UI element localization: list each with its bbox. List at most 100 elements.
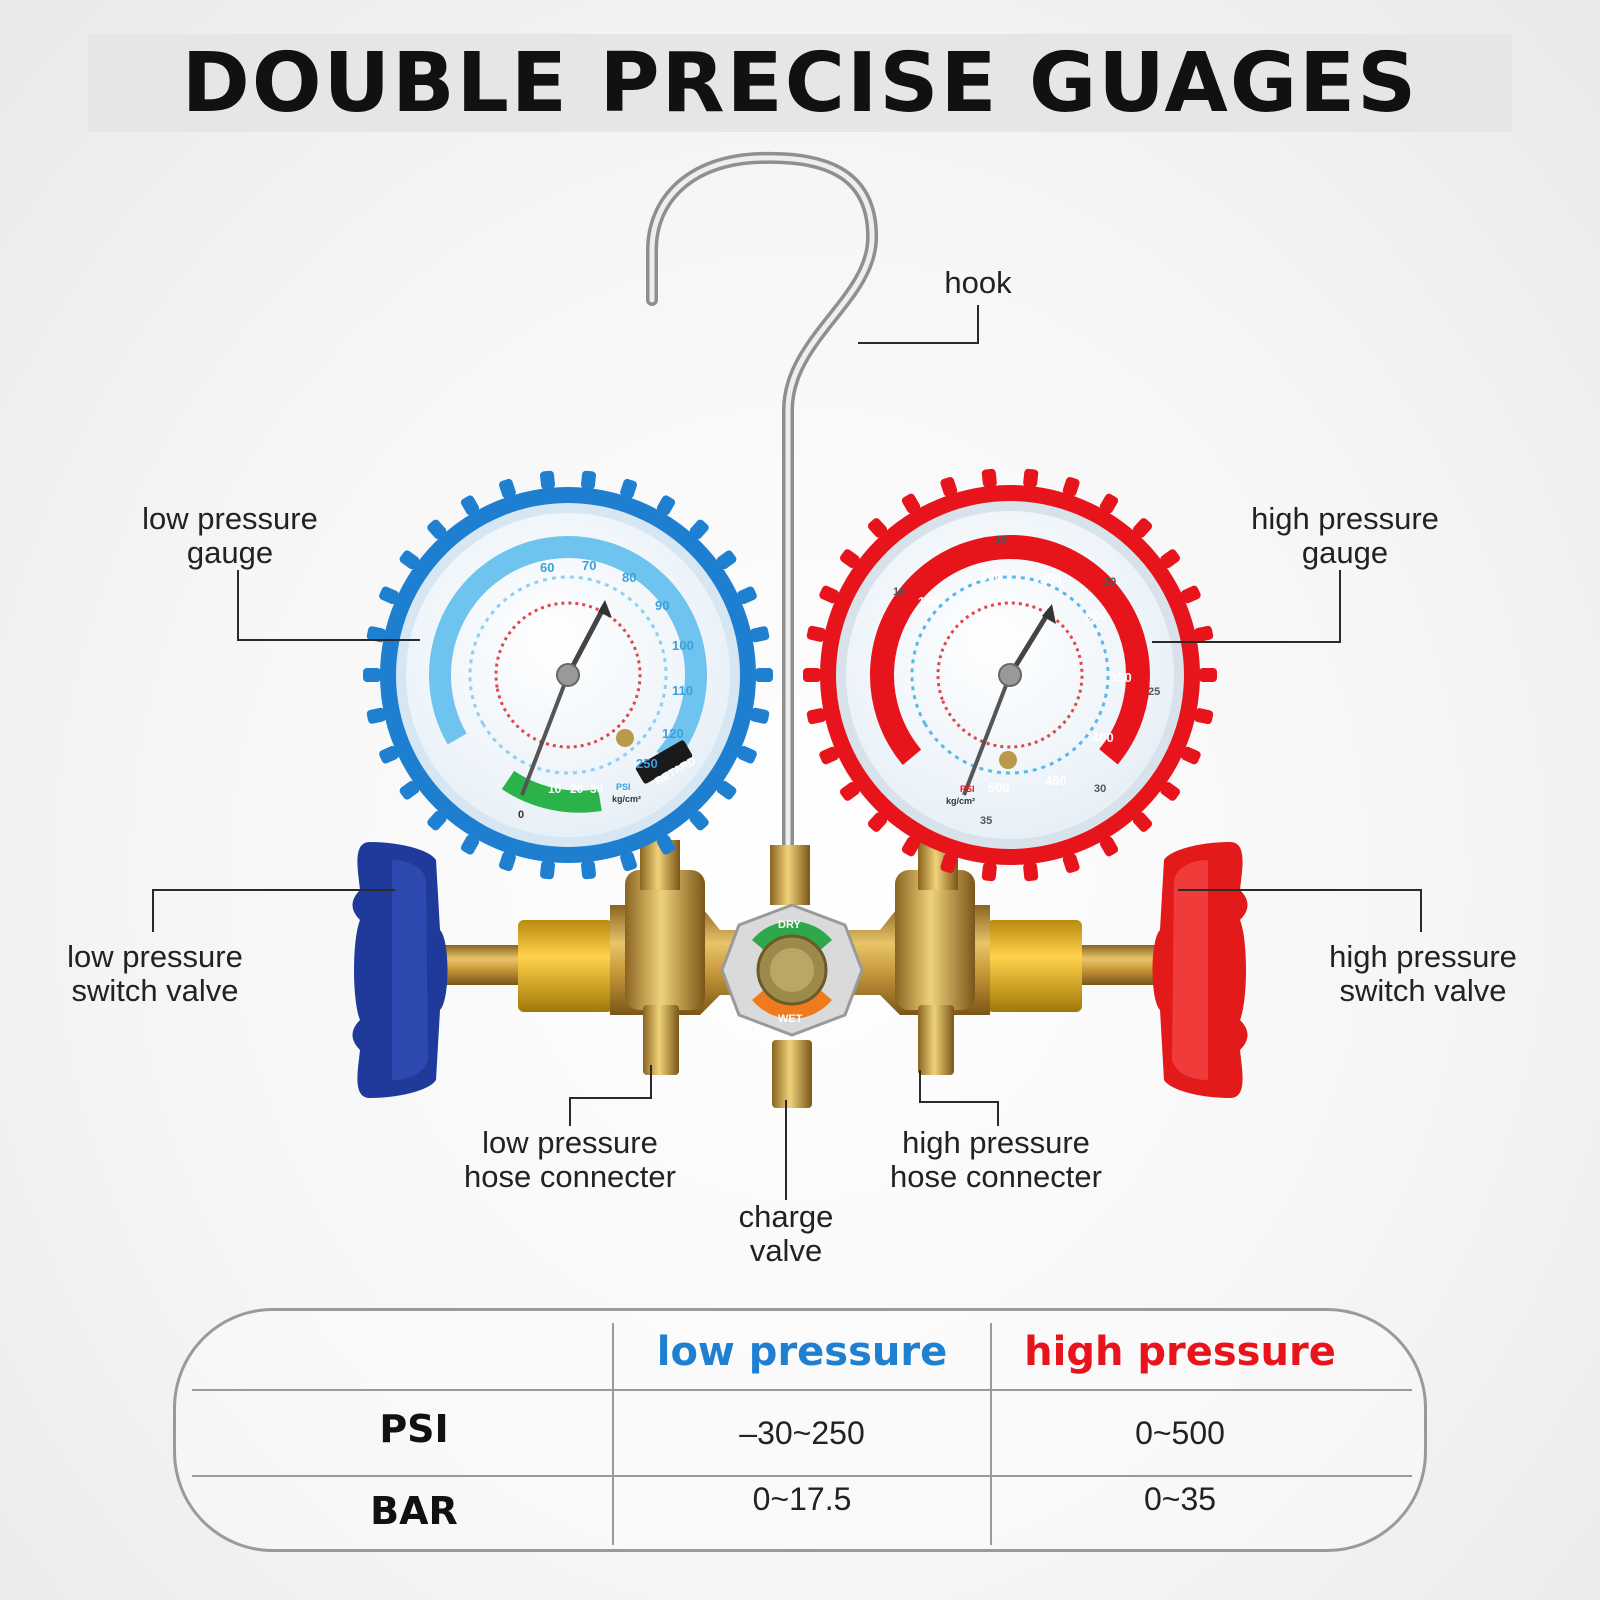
high-gauge-bezel-tooth: [1132, 812, 1153, 832]
callout-hook: hook: [928, 266, 1028, 300]
table-header-low: low pressure: [656, 1329, 948, 1375]
low-pressure-knob: [352, 842, 448, 1098]
callout-charge-valve: charge valve: [716, 1200, 856, 1268]
callout-high-hose-connecter: high pressure hose connecter: [866, 1126, 1126, 1194]
high-outer-15: 15: [995, 534, 1007, 546]
low-gauge-bezel-tooth: [580, 860, 596, 880]
table-divider-h1: [192, 1389, 1412, 1391]
high-pressure-knob: [1152, 842, 1248, 1098]
high-gauge-bezel-tooth: [819, 746, 839, 765]
high-outer-30: 30: [1094, 783, 1106, 795]
high-gauge-bezel-tooth: [1023, 468, 1039, 488]
low-gauge-bezel-tooth: [379, 586, 399, 605]
high-tick-300: 300: [1085, 608, 1107, 623]
low-vac-30: 30: [590, 782, 604, 796]
low-gauge-bezel-tooth: [755, 668, 773, 682]
low-gauge-bezel-tooth: [656, 834, 676, 855]
low-pressure-gauge-shape: [363, 470, 773, 880]
table-divider-v1: [612, 1323, 614, 1545]
manifold-body: [440, 840, 1170, 1108]
low-gauge-bezel-tooth: [620, 478, 637, 499]
table-row-psi-label: PSI: [379, 1407, 449, 1451]
low-gauge-bezel-tooth: [540, 470, 556, 490]
low-gauge-bezel-tooth: [379, 745, 399, 764]
low-hose-connector-shape: [643, 1005, 679, 1075]
high-gauge-bezel-tooth: [1099, 836, 1119, 857]
table-row-bar-high: 0~35: [1143, 1481, 1217, 1517]
high-unit-psi: PSI: [960, 784, 975, 794]
high-hose-connector-shape: [918, 1005, 954, 1075]
high-gauge-bezel-tooth: [901, 836, 921, 857]
high-outer-20: 20: [1104, 576, 1116, 588]
high-gauge-bezel-tooth: [901, 493, 921, 514]
high-switch-leader: [1178, 889, 1422, 932]
low-gauge-bezel-tooth: [363, 668, 381, 682]
callout-high-gauge-line2: gauge: [1301, 535, 1389, 570]
high-gauge-bezel-tooth: [1062, 477, 1080, 497]
low-gauge-bezel-tooth: [460, 495, 480, 516]
low-gauge-bezel-tooth: [620, 851, 637, 872]
table-row-psi-high: 0~500: [1135, 1415, 1225, 1451]
spec-table: low pressure high pressure PSI –30~250 0…: [173, 1308, 1427, 1552]
high-gauge-bezel-tooth: [1181, 746, 1201, 765]
high-hose-leader: [919, 1070, 999, 1126]
high-outer-10: 10: [893, 586, 905, 598]
high-gauge-bezel-tooth: [1099, 493, 1119, 514]
low-gauge-bezel-tooth: [737, 586, 757, 605]
low-tick-250: 250: [636, 756, 658, 771]
high-gauge-bezel-tooth: [981, 468, 997, 488]
table-row-bar-low: 0~17.5: [752, 1481, 852, 1517]
high-gauge-bezel-tooth: [1160, 782, 1180, 801]
low-gauge-bezel-tooth: [399, 780, 420, 800]
low-gauge-leader: [237, 570, 420, 641]
sight-glass-dry: DRY: [778, 919, 801, 931]
low-tick-0: 0: [518, 809, 524, 821]
low-tick-60: 60: [540, 560, 554, 575]
high-gauge-bezel-tooth: [840, 782, 860, 801]
low-unit-psi: PSI: [616, 782, 631, 792]
high-gold-nut: [987, 920, 1082, 1012]
callout-high-hose-line2: hose connecter: [890, 1159, 1102, 1194]
callout-high-hose-line1: high pressure: [902, 1125, 1090, 1160]
hook: [646, 151, 879, 851]
low-gold-nut: [518, 920, 613, 1012]
high-unit-kg: kg/cm²: [946, 796, 975, 806]
low-switch-leader: [152, 889, 395, 932]
low-vac-20: 20: [570, 782, 584, 796]
callout-high-gauge-line1: high pressure: [1251, 501, 1439, 536]
callout-hook-text: hook: [944, 265, 1012, 300]
low-gauge-bezel-tooth: [427, 810, 447, 831]
callout-low-switch-line1: low pressure: [67, 939, 243, 974]
low-gauge-bezel-tooth: [656, 495, 676, 516]
low-gauge-bezel-tooth: [689, 810, 709, 831]
low-gauge-bezel-tooth: [399, 550, 420, 570]
low-gauge-bezel-tooth: [689, 519, 709, 540]
high-gauge-bezel-tooth: [1023, 862, 1039, 882]
high-tick-400: 400: [1092, 730, 1114, 745]
callout-high-gauge: high pressure gauge: [1230, 502, 1460, 570]
callout-high-switch-line1: high pressure: [1329, 939, 1517, 974]
callout-high-switch-line2: switch valve: [1339, 973, 1507, 1008]
high-gauge-bezel-tooth: [803, 668, 821, 682]
low-gauge-bezel-tooth: [499, 851, 516, 872]
low-gauge-bezel-tooth: [460, 834, 480, 855]
callout-low-gauge: low pressure gauge: [105, 502, 355, 570]
callout-high-switch-valve: high pressure switch valve: [1298, 940, 1548, 1008]
high-gauge-bezel-tooth: [840, 549, 860, 568]
page-title: DOUBLE PRECISE GUAGES: [181, 36, 1419, 131]
high-gauge-bezel-tooth: [1132, 518, 1153, 538]
low-gauge-bezel-tooth: [427, 519, 447, 540]
high-gauge-bezel-tooth: [806, 625, 826, 642]
low-gauge-bezel-tooth: [716, 550, 737, 570]
low-gauge-bezel-tooth: [580, 470, 596, 490]
table-row-bar-label: BAR: [370, 1489, 458, 1533]
high-gauge-bezel-tooth: [819, 585, 839, 604]
callout-low-gauge-line1: low pressure: [142, 501, 318, 536]
high-gauge-bezel-tooth: [940, 477, 958, 497]
title-band: [88, 34, 1512, 132]
low-gauge-bezel-tooth: [716, 780, 737, 800]
high-tick-150: 150: [918, 594, 940, 609]
low-vac-10: 10: [548, 782, 562, 796]
table-divider-v2: [990, 1323, 992, 1545]
